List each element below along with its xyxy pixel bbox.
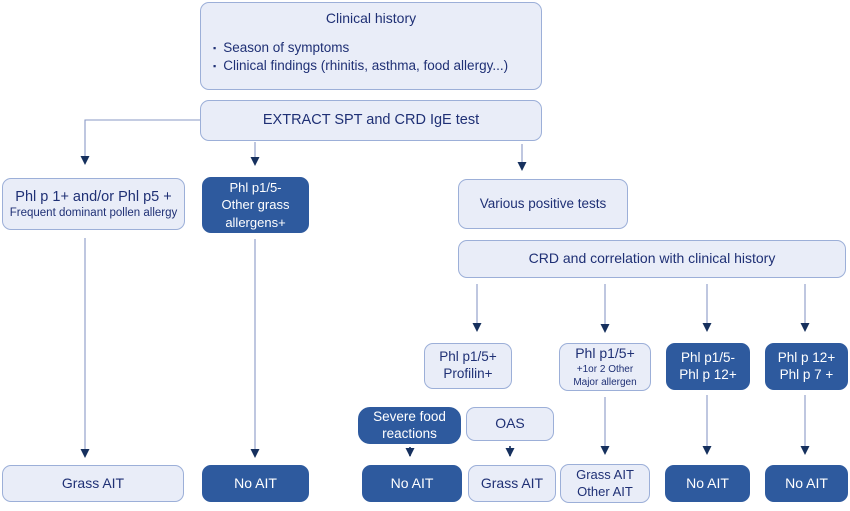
node-grass-ait-mid: Grass AIT [468, 465, 556, 502]
node-label-line1: Phl p1/5- [680, 349, 736, 365]
node-label: No AIT [785, 474, 828, 491]
node-various-positive-tests: Various positive tests [458, 179, 628, 229]
node-no-ait-2: No AIT [362, 465, 462, 502]
node-phl-p12-p7-pos: Phl p 12+ Phl p 7 + [765, 343, 848, 390]
node-clinical-history: Clinical history ▪ Season of symptoms ▪ … [200, 2, 542, 90]
node-label-line2: Other grass [221, 197, 290, 213]
node-crd-correlation: CRD and correlation with clinical histor… [458, 240, 846, 278]
node-label: No AIT [234, 474, 277, 491]
node-no-ait-4: No AIT [765, 465, 848, 502]
node-phl-p15-negative-other-grass: Phl p1/5- Other grass allergens+ [202, 177, 309, 233]
node-label-line2: Phl p 12+ [679, 366, 737, 382]
node-label: Grass AIT [480, 474, 544, 491]
node-label-line2: Phl p 7 + [779, 366, 834, 382]
node-label-line2: reactions [382, 425, 437, 441]
node-label: Various positive tests [479, 195, 607, 211]
node-major-allergen: Phl p1/5+ +1or 2 Other Major allergen [559, 343, 651, 391]
bullet-square-icon: ▪ [213, 61, 217, 72]
node-grass-ait-other-ait: Grass AIT Other AIT [560, 464, 650, 503]
node-no-ait-1: No AIT [202, 465, 309, 502]
node-label-line2: Frequent dominant pollen allergy [9, 206, 178, 219]
bullet-text: Clinical findings (rhinitis, asthma, foo… [223, 58, 509, 74]
node-label-line1: Phl p 12+ [777, 349, 836, 365]
node-label-line1: Phl p1/5+ [575, 345, 635, 362]
node-phl-p1-p5-positive: Phl p 1+ and/or Phl p5 + Frequent domina… [2, 178, 185, 230]
node-severe-food-reactions: Severe food reactions [358, 407, 461, 444]
node-label-line1: Phl p1/5+ [439, 349, 497, 365]
bullet-square-icon: ▪ [213, 42, 217, 53]
node-label-line3: Major allergen [573, 376, 637, 388]
node-oas: OAS [466, 407, 554, 441]
node-label-line2: +1or 2 Other [576, 363, 634, 375]
node-extract-spt-crd-test: EXTRACT SPT and CRD IgE test [200, 100, 542, 141]
node-no-ait-3: No AIT [665, 465, 750, 502]
node-profilin-positive: Phl p1/5+ Profilin+ [424, 343, 512, 389]
node-grass-ait-left: Grass AIT [2, 465, 184, 502]
node-label: OAS [495, 415, 525, 432]
bullet-text: Season of symptoms [223, 39, 350, 55]
clinical-history-bullet-1: ▪ Season of symptoms [213, 40, 529, 57]
node-label-line1: Phl p 1+ and/or Phl p5 + [15, 188, 172, 205]
arrow-extract-to-phlp1 [80, 119, 200, 165]
node-label-line1: Grass AIT [576, 467, 634, 483]
clinical-history-bullet-2: ▪ Clinical findings (rhinitis, asthma, f… [213, 58, 529, 75]
node-label-line2: Profilin+ [443, 366, 493, 381]
node-label: CRD and correlation with clinical histor… [528, 250, 776, 267]
clinical-history-title: Clinical history [325, 10, 417, 26]
node-label-line1: Severe food [373, 408, 446, 424]
node-label: Grass AIT [61, 474, 125, 491]
node-label-line2: Other AIT [577, 483, 633, 499]
node-label: No AIT [390, 474, 434, 491]
node-label: No AIT [686, 474, 729, 491]
node-phl-p15-neg-p12-pos: Phl p1/5- Phl p 12+ [666, 343, 750, 390]
node-label-line3: allergens+ [225, 214, 286, 230]
node-label: EXTRACT SPT and CRD IgE test [262, 112, 480, 129]
node-label-line1: Phl p1/5- [229, 179, 282, 195]
